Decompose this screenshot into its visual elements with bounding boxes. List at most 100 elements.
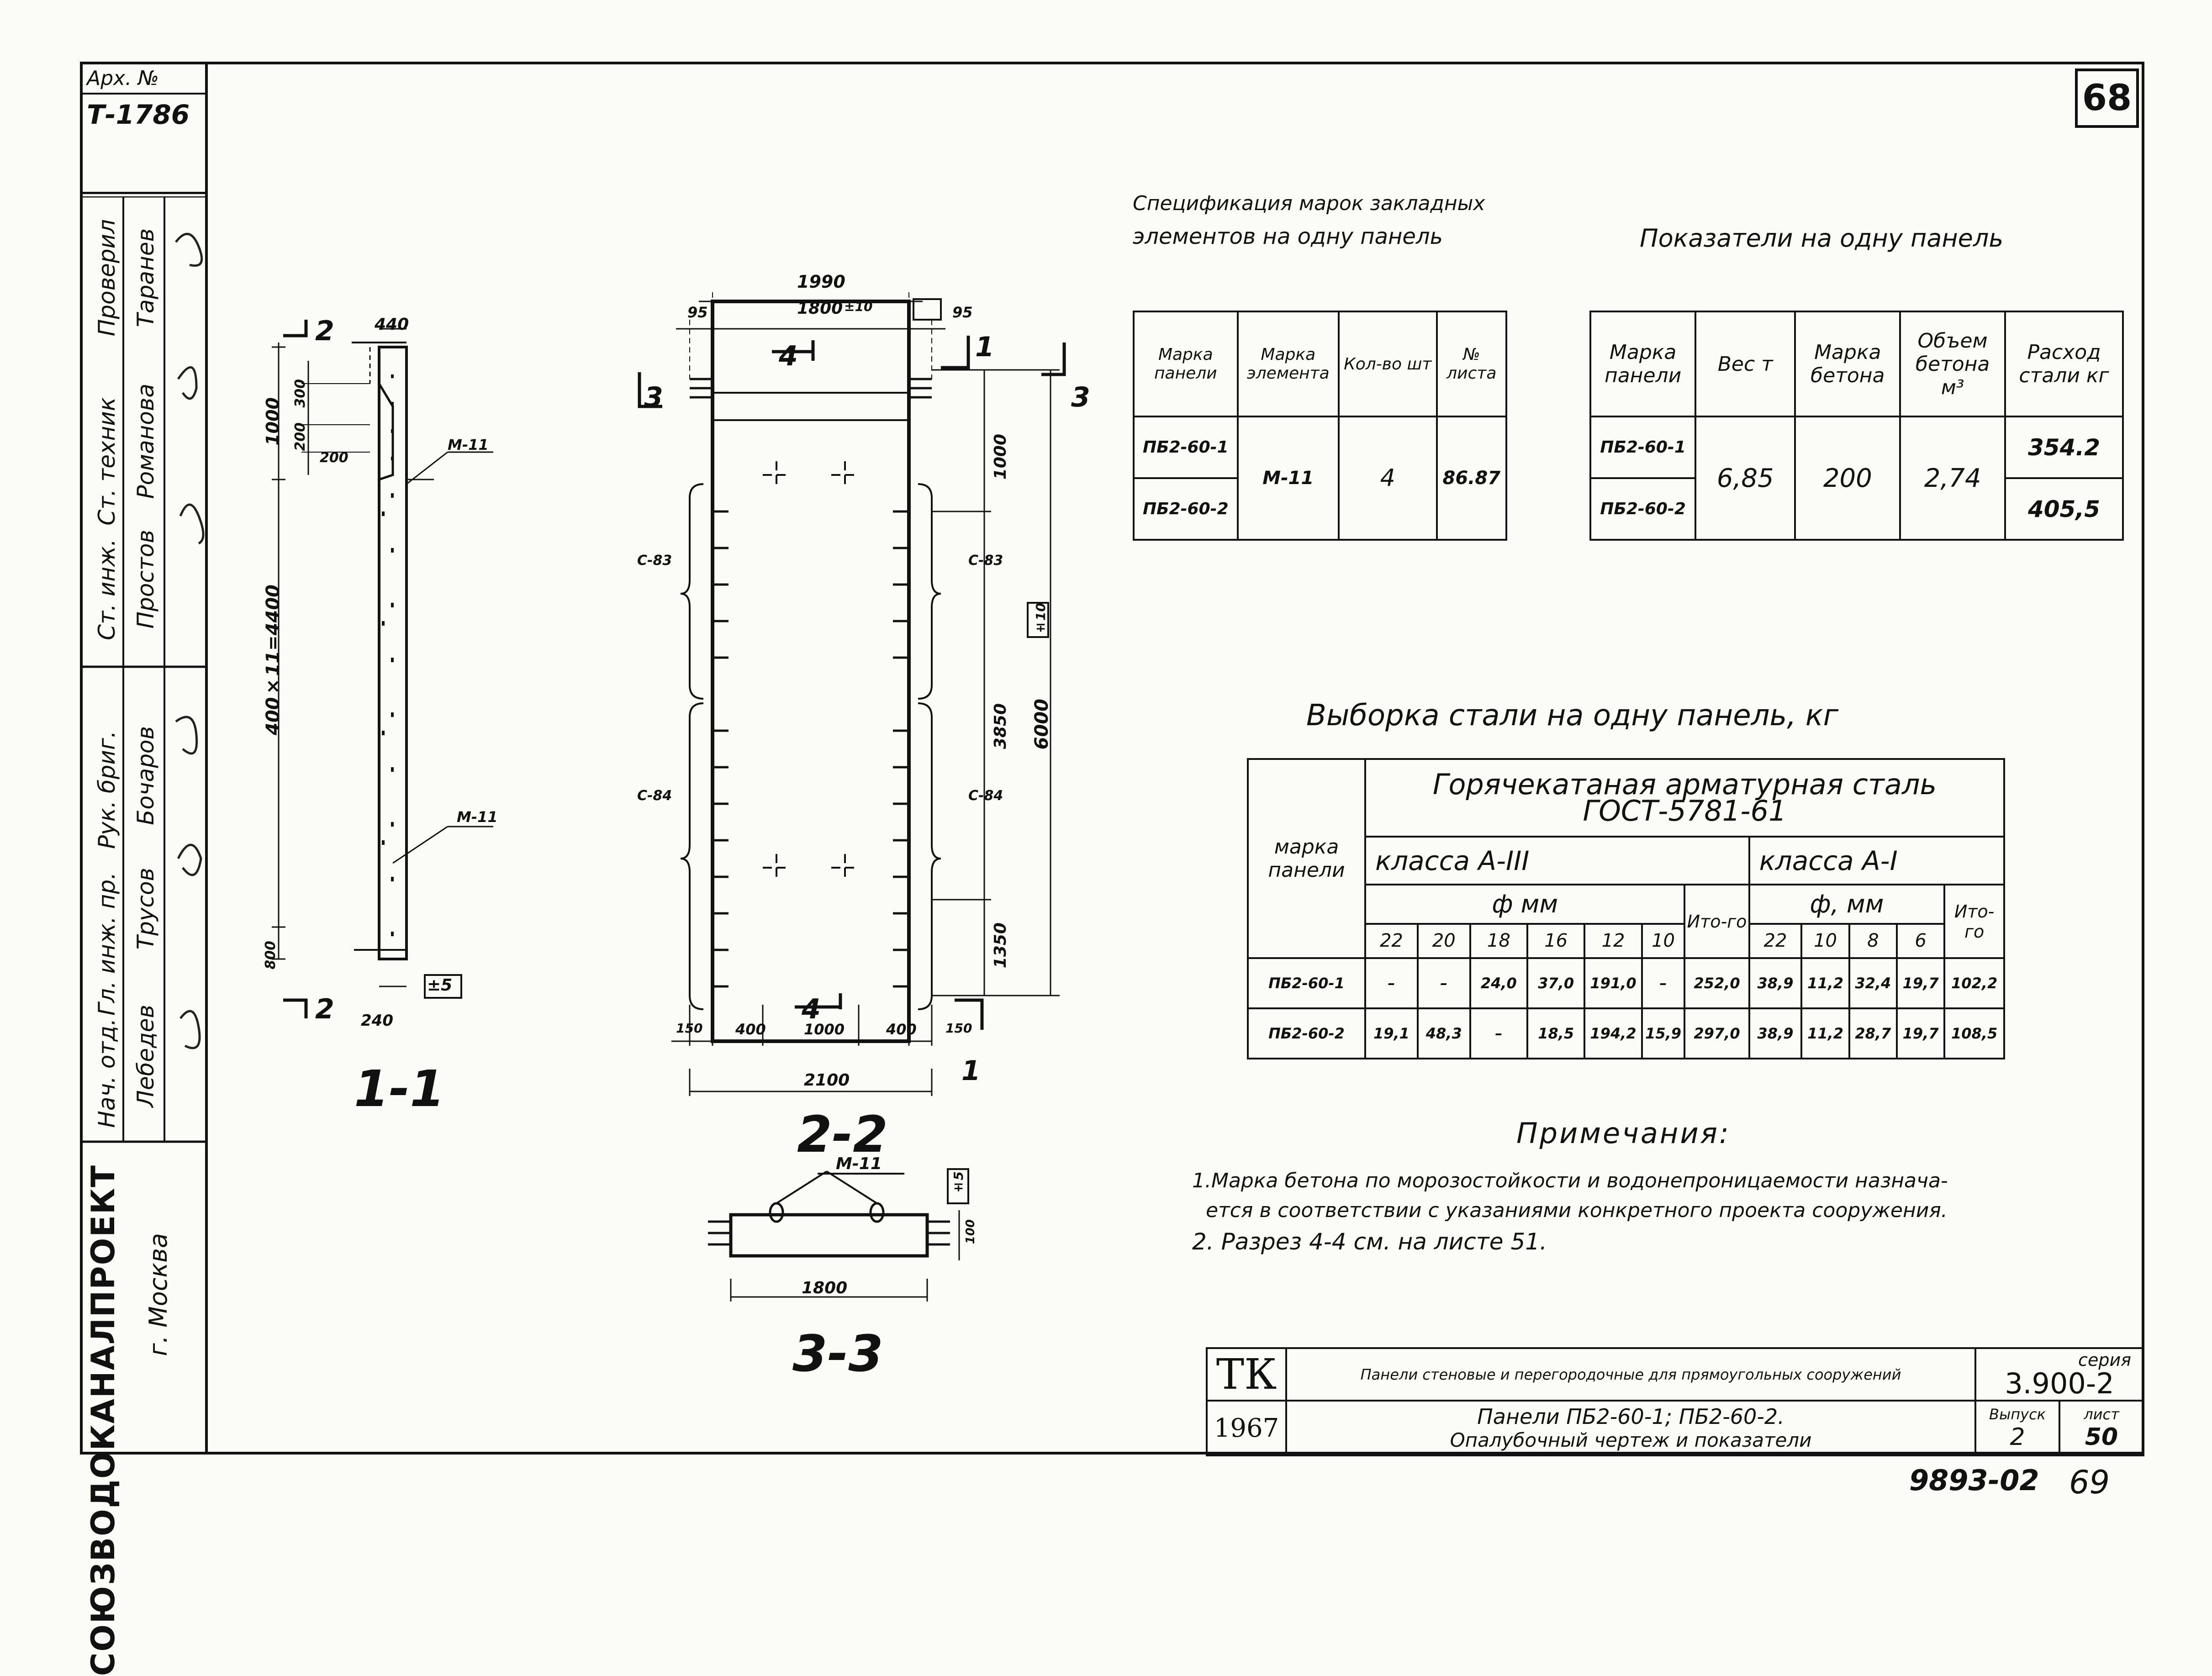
stamp-signatures-grid: [82, 195, 206, 1143]
embedded-m11-label-a: M-11: [448, 436, 489, 453]
stamp-role-5: Гл. инж. пр.: [94, 872, 120, 1016]
steel-row-2-c6: 15,9: [1641, 1007, 1686, 1060]
stamp-role-2: Ст. техник: [94, 397, 120, 526]
section-3-3-drawing: [708, 1168, 969, 1302]
steel-row-2-c3: –: [1469, 1007, 1529, 1060]
cut-mark-1-top: 1: [975, 331, 994, 363]
steel-title: Выборка стали на одну панель, кг: [1306, 699, 1839, 733]
footer-code: 9893-02: [1909, 1464, 2039, 1497]
cut-mark-3-right: 3: [1071, 381, 1090, 413]
steel-row-1-c1: –: [1364, 957, 1419, 1009]
steel-row-1-c11: 19,7: [1895, 957, 1946, 1009]
dim-400x11: 400×11=4400: [263, 585, 284, 736]
title-issue: 2: [2010, 1423, 2025, 1451]
dim-200-b: 200: [320, 450, 348, 466]
tolerance-5-b: ±5: [951, 1171, 966, 1196]
dim-1990: 1990: [797, 272, 845, 292]
ind-header-weight: Вес т: [1695, 311, 1796, 417]
title-series: 3.900-2: [2005, 1366, 2114, 1400]
title-sheet-label: лист: [2084, 1406, 2119, 1423]
tolerance-5-a: ±5: [427, 976, 453, 995]
element-c83-left: C-83: [637, 553, 672, 569]
steel-header-total-a1: Ито-го: [1943, 884, 2005, 959]
section-1-1-drawing: [272, 320, 493, 1018]
dim-95-left: 95: [687, 304, 708, 321]
steel-row-2-panel: ПБ2-60-2: [1246, 1007, 1367, 1060]
dim-1000-top-right: 1000: [991, 434, 1010, 480]
spec-table: Марка панели Марка элемента Кол-во шт № …: [1133, 311, 1508, 541]
steel-row-2-c4: 18,5: [1526, 1007, 1586, 1060]
ind-cell-volume: 2,74: [1899, 416, 2006, 541]
section-label-3-3: 3-3: [792, 1324, 883, 1383]
ind-header-steel: Расход стали кг: [2004, 311, 2124, 417]
element-c83-right: C-83: [968, 553, 1003, 569]
stamp-city: г. Москва: [144, 1233, 173, 1356]
title-sheet: 50: [2085, 1423, 2118, 1451]
steel-row-1-c2: –: [1416, 957, 1471, 1009]
dim-1800-top: 1800: [797, 299, 843, 318]
stamp-signatures: [82, 195, 206, 1146]
steel-header-a1: класса А-I: [1748, 836, 2006, 886]
dim-150-left: 150: [676, 1021, 703, 1036]
stamp-name-6: Бочаров: [132, 726, 159, 825]
steel-col-a3-20: 20: [1416, 922, 1471, 959]
dim-3850: 3850: [991, 703, 1010, 749]
ind-header-panel: Марка панели: [1589, 311, 1697, 417]
dim-2100: 2100: [804, 1071, 850, 1090]
stamp-name-2: Романова: [132, 384, 159, 499]
stamp-role-4: Нач. отд.: [94, 1018, 120, 1128]
stamp-name-4: Лебедев: [132, 1005, 159, 1107]
embedded-m11-label-b: M-11: [457, 808, 498, 826]
drawing-frame: [80, 62, 2144, 1455]
steel-header-total-a3: Ито-го: [1684, 884, 1750, 959]
spec-cell-qty: 4: [1337, 416, 1438, 541]
dim-300: 300: [292, 379, 308, 408]
dim-100: 100: [964, 1219, 977, 1244]
steel-table: марка панели Горячекатаная арматурная ст…: [1246, 758, 2006, 1060]
dim-150-right: 150: [945, 1021, 972, 1036]
steel-row-2-c11: 19,7: [1895, 1007, 1946, 1060]
dim-200-a: 200: [292, 422, 308, 451]
dim-1800-bottom: 1800: [802, 1279, 848, 1297]
steel-col-a1-8: 8: [1848, 922, 1898, 959]
cut-mark-1-bottom: 1: [961, 1055, 981, 1087]
notes-title: Примечания:: [1516, 1117, 1731, 1150]
ind-cell-steel-1: 354.2: [2004, 416, 2124, 479]
steel-row-1-c9: 11,2: [1800, 957, 1850, 1009]
dim-400-left: 400: [735, 1021, 766, 1038]
title-tk: ТК: [1206, 1347, 1287, 1402]
steel-row-1-c7: 252,0: [1684, 957, 1750, 1009]
tolerance-10-b: ±10: [1033, 603, 1048, 636]
steel-row-1-c6: –: [1641, 957, 1686, 1009]
steel-row-1-c12: 102,2: [1943, 957, 2005, 1009]
spec-header-sheet: № листа: [1436, 311, 1508, 417]
sheet-number: 68: [2075, 69, 2139, 128]
steel-row-1-c8: 38,9: [1748, 957, 1803, 1009]
steel-col-a3-12: 12: [1584, 922, 1643, 959]
steel-row-2-c2: 48,3: [1416, 1007, 1471, 1060]
steel-row-2-c1: 19,1: [1364, 1007, 1419, 1060]
steel-row-1-c10: 32,4: [1848, 957, 1898, 1009]
cut-mark-3-left: 3: [644, 381, 663, 413]
section-label-2-2: 2-2: [797, 1105, 888, 1164]
spec-cell-panel-2: ПБ2-60-2: [1133, 477, 1239, 541]
dim-1000-bottom: 1000: [804, 1021, 845, 1038]
steel-col-a3-10: 10: [1641, 922, 1686, 959]
title-name-cell: Панели ПБ2-60-1; ПБ2-60-2. Опалубочный ч…: [1285, 1400, 1976, 1456]
stamp-organization: СОЮЗВОДОКАНАЛПРОЕКТ: [84, 1165, 122, 1676]
indicators-title: Показатели на одну панель: [1640, 224, 2004, 253]
steel-header-panel: марка панели: [1246, 758, 1367, 959]
spec-header-element: Марка элемента: [1236, 311, 1340, 417]
indicators-table: Марка панели Вес т Марка бетона Объем бе…: [1589, 311, 2124, 541]
stamp-name-5: Трусов: [132, 868, 159, 950]
stamp-role-1: Ст. инж.: [94, 539, 120, 640]
dim-400-right: 400: [886, 1021, 917, 1038]
stamp-name-3: Таранев: [132, 228, 159, 327]
dim-6000: 6000: [1031, 699, 1052, 750]
spec-title-line-2: элементов на одну панель: [1133, 224, 1443, 249]
spec-header-qty: Кол-во шт: [1337, 311, 1438, 417]
spec-cell-sheet: 86.87: [1436, 416, 1508, 541]
steel-row-2-c5: 194,2: [1584, 1007, 1643, 1060]
spec-cell-panel-1: ПБ2-60-1: [1133, 416, 1239, 479]
ind-cell-panel-2: ПБ2-60-2: [1589, 477, 1697, 541]
